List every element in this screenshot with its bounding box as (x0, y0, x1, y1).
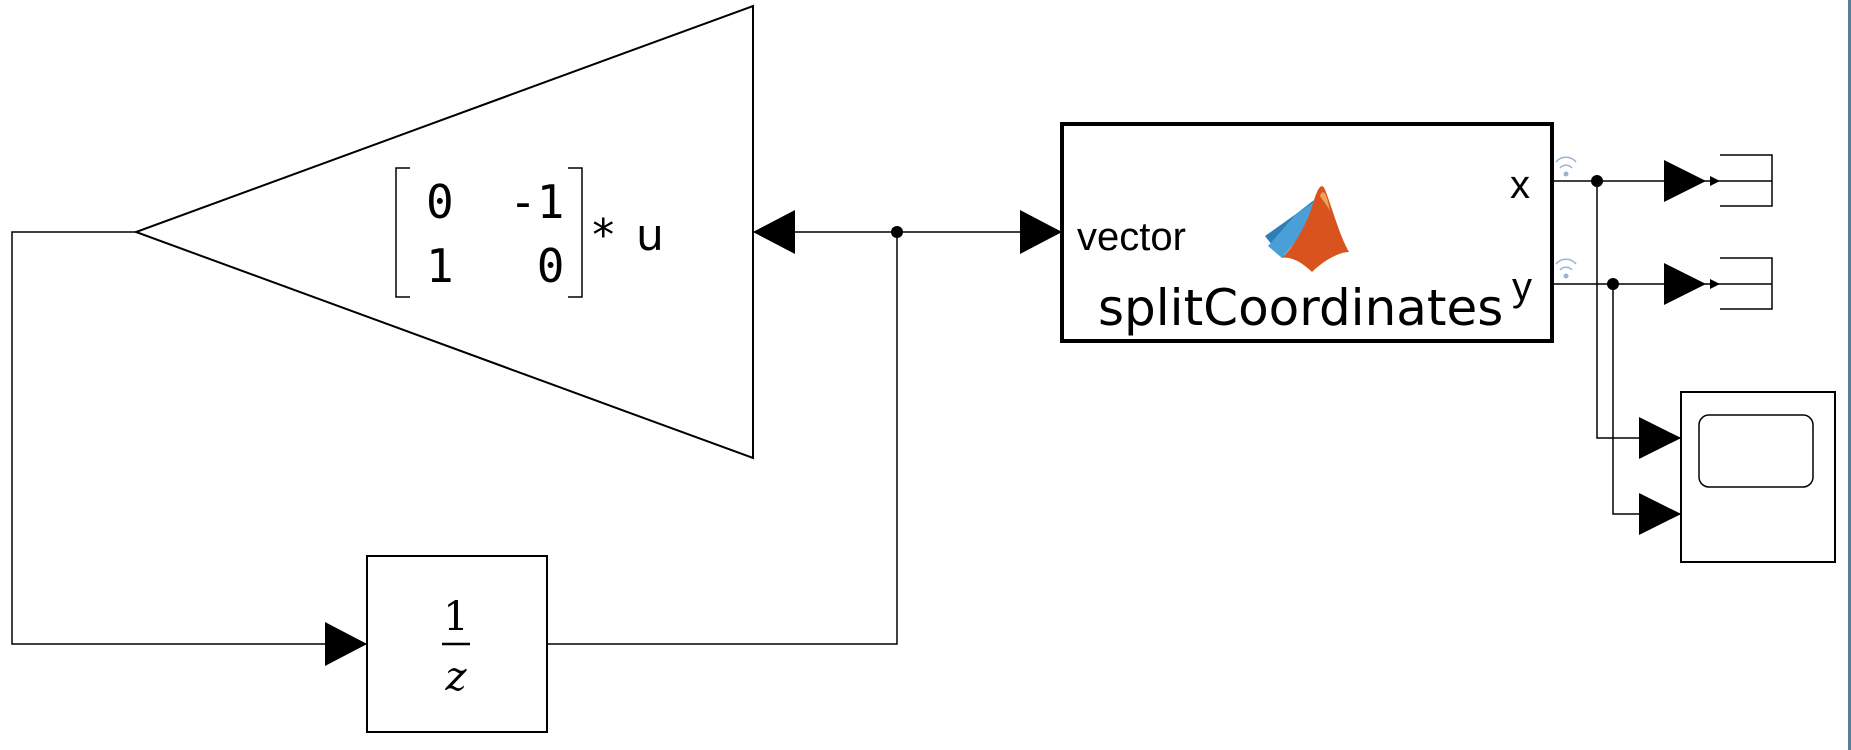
scope-in1-arrow-icon (1639, 417, 1681, 459)
gain-input-arrow-icon (753, 210, 795, 254)
terminator-block-y[interactable] (1720, 257, 1773, 310)
output-port-label-y: y (1512, 265, 1532, 309)
unit-delay-block[interactable]: 1 z (366, 555, 548, 733)
branch-point-x (1591, 175, 1603, 187)
function-block-name: splitCoordinates (1098, 279, 1503, 337)
canvas-edge (1848, 0, 1851, 750)
signal-line-y-to-scope[interactable] (1612, 284, 1681, 519)
branch-point-y (1607, 278, 1619, 290)
delay-denominator: z (444, 654, 467, 700)
terminator-y-arrow-icon (1664, 263, 1706, 305)
signal-line-delay-output[interactable] (547, 232, 898, 645)
scope-in2-arrow-icon (1639, 493, 1681, 535)
matrix-left-bracket (395, 167, 410, 298)
branch-point-feedback (891, 226, 903, 238)
matlab-function-block[interactable]: vector x y splitCoordinates (1060, 122, 1554, 343)
terminator-block-x[interactable] (1720, 154, 1773, 207)
delay-input-arrow-icon (325, 622, 367, 666)
gain-matrix-row-2: 1 0 (426, 239, 564, 293)
terminator-x-arrow-icon (1664, 160, 1706, 202)
signal-line-x-to-scope[interactable] (1596, 181, 1681, 443)
signal-line-gain-to-delay[interactable] (11, 231, 367, 649)
function-input-arrow-icon (1020, 210, 1062, 254)
scope-block[interactable] (1680, 391, 1836, 563)
output-port-label-x: x (1510, 163, 1530, 207)
signal-logging-y-icon[interactable] (1555, 258, 1577, 279)
port-arrowheads (325, 160, 1706, 666)
gain-operator: * (590, 210, 617, 261)
gain-input-symbol: u (636, 210, 664, 261)
scope-screen-icon (1698, 414, 1814, 488)
gain-block[interactable]: 0 -1 1 0 * u (133, 4, 754, 460)
matlab-logo-icon (1265, 186, 1349, 272)
input-port-label-vector: vector (1077, 215, 1186, 259)
gain-matrix-row-1: 0 -1 (426, 175, 564, 229)
signal-logging-x-icon[interactable] (1555, 156, 1577, 177)
matrix-right-bracket (568, 167, 583, 298)
delay-numerator: 1 (443, 594, 468, 640)
